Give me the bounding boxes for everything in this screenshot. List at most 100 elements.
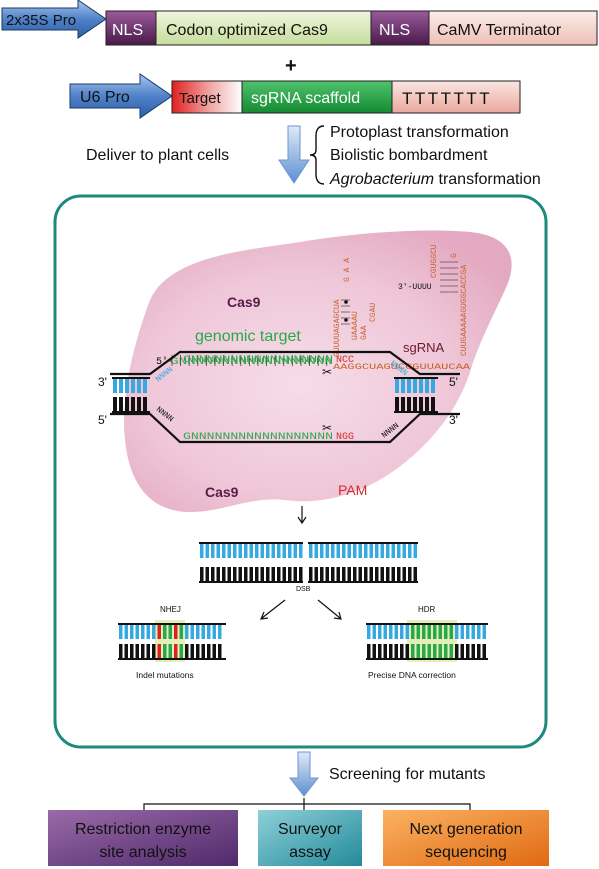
- base-bottom: [293, 567, 297, 581]
- delivery-bracket: [309, 125, 325, 185]
- screen-ngs-line1: Next generation: [410, 821, 523, 838]
- base-top: [372, 625, 376, 639]
- base-bottom: [233, 567, 237, 581]
- sgrna-loop: G A A: [343, 258, 352, 282]
- base-top: [413, 544, 417, 558]
- base-bottom: [364, 567, 368, 581]
- cas9-construct: 2x35S Pro NLS Codon optimized Cas9 NLS C…: [1, 0, 598, 46]
- base-bottom: [222, 567, 226, 581]
- base-bottom: [190, 644, 194, 658]
- base-top: [168, 625, 172, 639]
- sgrna-dot-1: [344, 300, 348, 304]
- base-top: [364, 544, 368, 558]
- base-bottom: [477, 644, 481, 658]
- base-bottom: [211, 567, 215, 581]
- base-bottom: [185, 644, 189, 658]
- base-top: [141, 625, 145, 639]
- base-top: [130, 625, 134, 639]
- base-top: [146, 625, 150, 639]
- base-top: [227, 544, 231, 558]
- promoter-35s-label: 2x35S Pro: [6, 12, 76, 29]
- deliver-label: Deliver to plant cells: [86, 147, 229, 164]
- base-bottom: [207, 644, 211, 658]
- base-bottom: [200, 567, 204, 581]
- base-top: [314, 544, 318, 558]
- base-bottom: [179, 644, 183, 658]
- arrow-to-dsb: [297, 506, 307, 525]
- base-bottom: [196, 644, 200, 658]
- base-bottom: [372, 644, 376, 658]
- base-bottom: [416, 644, 420, 658]
- base-bottom: [449, 644, 453, 658]
- dna-top-strand-bubble: [110, 350, 460, 376]
- base-bottom: [419, 397, 423, 411]
- base-top: [477, 625, 481, 639]
- base-bottom: [407, 397, 411, 411]
- screening-tree: [143, 798, 471, 810]
- base-bottom: [353, 567, 357, 581]
- base-bottom: [249, 567, 253, 581]
- sgrna-structure: 5'- GNNNNNNNNNNNNNNNNNN AAGGCUAGUCCGUUAU…: [156, 244, 470, 372]
- dna-left-duplex: [112, 377, 150, 413]
- base-top: [466, 625, 470, 639]
- base-bottom: [400, 644, 404, 658]
- sgrna-construct: U6 Pro Target sgRNA scaffold TTTTTTT: [69, 73, 521, 119]
- screen-box-ngs: [383, 810, 549, 866]
- base-top: [336, 544, 340, 558]
- base-top: [320, 544, 324, 558]
- genomic-target-label: genomic target: [195, 328, 301, 345]
- screen-ngs-line2: sequencing: [425, 844, 507, 861]
- dna-left-3prime: 3': [98, 375, 107, 389]
- base-bottom: [255, 567, 259, 581]
- base-top: [416, 625, 420, 639]
- base-top: [482, 625, 486, 639]
- base-bottom: [137, 397, 141, 411]
- base-top: [205, 544, 209, 558]
- base-bottom: [383, 644, 387, 658]
- base-bottom: [135, 644, 139, 658]
- base-bottom: [168, 644, 172, 658]
- base-top: [260, 544, 264, 558]
- base-bottom: [216, 567, 220, 581]
- sgrna-stem2: UAAAAU: [351, 311, 360, 340]
- base-bottom: [271, 567, 275, 581]
- base-top: [378, 625, 382, 639]
- base-top: [425, 379, 429, 393]
- base-top: [233, 544, 237, 558]
- nls-left-label: NLS: [112, 22, 143, 39]
- base-bottom: [288, 567, 292, 581]
- base-top: [367, 625, 371, 639]
- base-bottom: [119, 644, 123, 658]
- base-top: [460, 625, 464, 639]
- base-bottom: [282, 567, 286, 581]
- base-bottom: [125, 397, 129, 411]
- hdr-highlight: [407, 620, 457, 662]
- base-top: [288, 544, 292, 558]
- plus-sign: +: [285, 55, 297, 77]
- base-bottom: [244, 567, 248, 581]
- base-top: [369, 544, 373, 558]
- base-top: [196, 625, 200, 639]
- base-top: [471, 625, 475, 639]
- base-top: [137, 379, 141, 393]
- base-top: [395, 379, 399, 393]
- base-top: [143, 379, 147, 393]
- sgrna-g: G: [450, 253, 459, 258]
- base-top: [207, 625, 211, 639]
- base-bottom: [397, 567, 401, 581]
- sgrna-repeat-bottom: AAGGCUAGUCCGUUAUCAA: [333, 363, 470, 372]
- base-top: [431, 379, 435, 393]
- base-bottom: [320, 567, 324, 581]
- base-bottom: [369, 567, 373, 581]
- base-bottom: [394, 644, 398, 658]
- base-bottom: [218, 644, 222, 658]
- screen-box-restriction: [48, 810, 238, 866]
- base-top: [391, 544, 395, 558]
- base-top: [400, 625, 404, 639]
- base-top: [163, 625, 167, 639]
- sgrna-gaa: GAA: [360, 325, 369, 340]
- base-bottom: [143, 397, 147, 411]
- screening-label: Screening for mutants: [329, 766, 486, 783]
- base-top: [200, 544, 204, 558]
- base-top: [325, 544, 329, 558]
